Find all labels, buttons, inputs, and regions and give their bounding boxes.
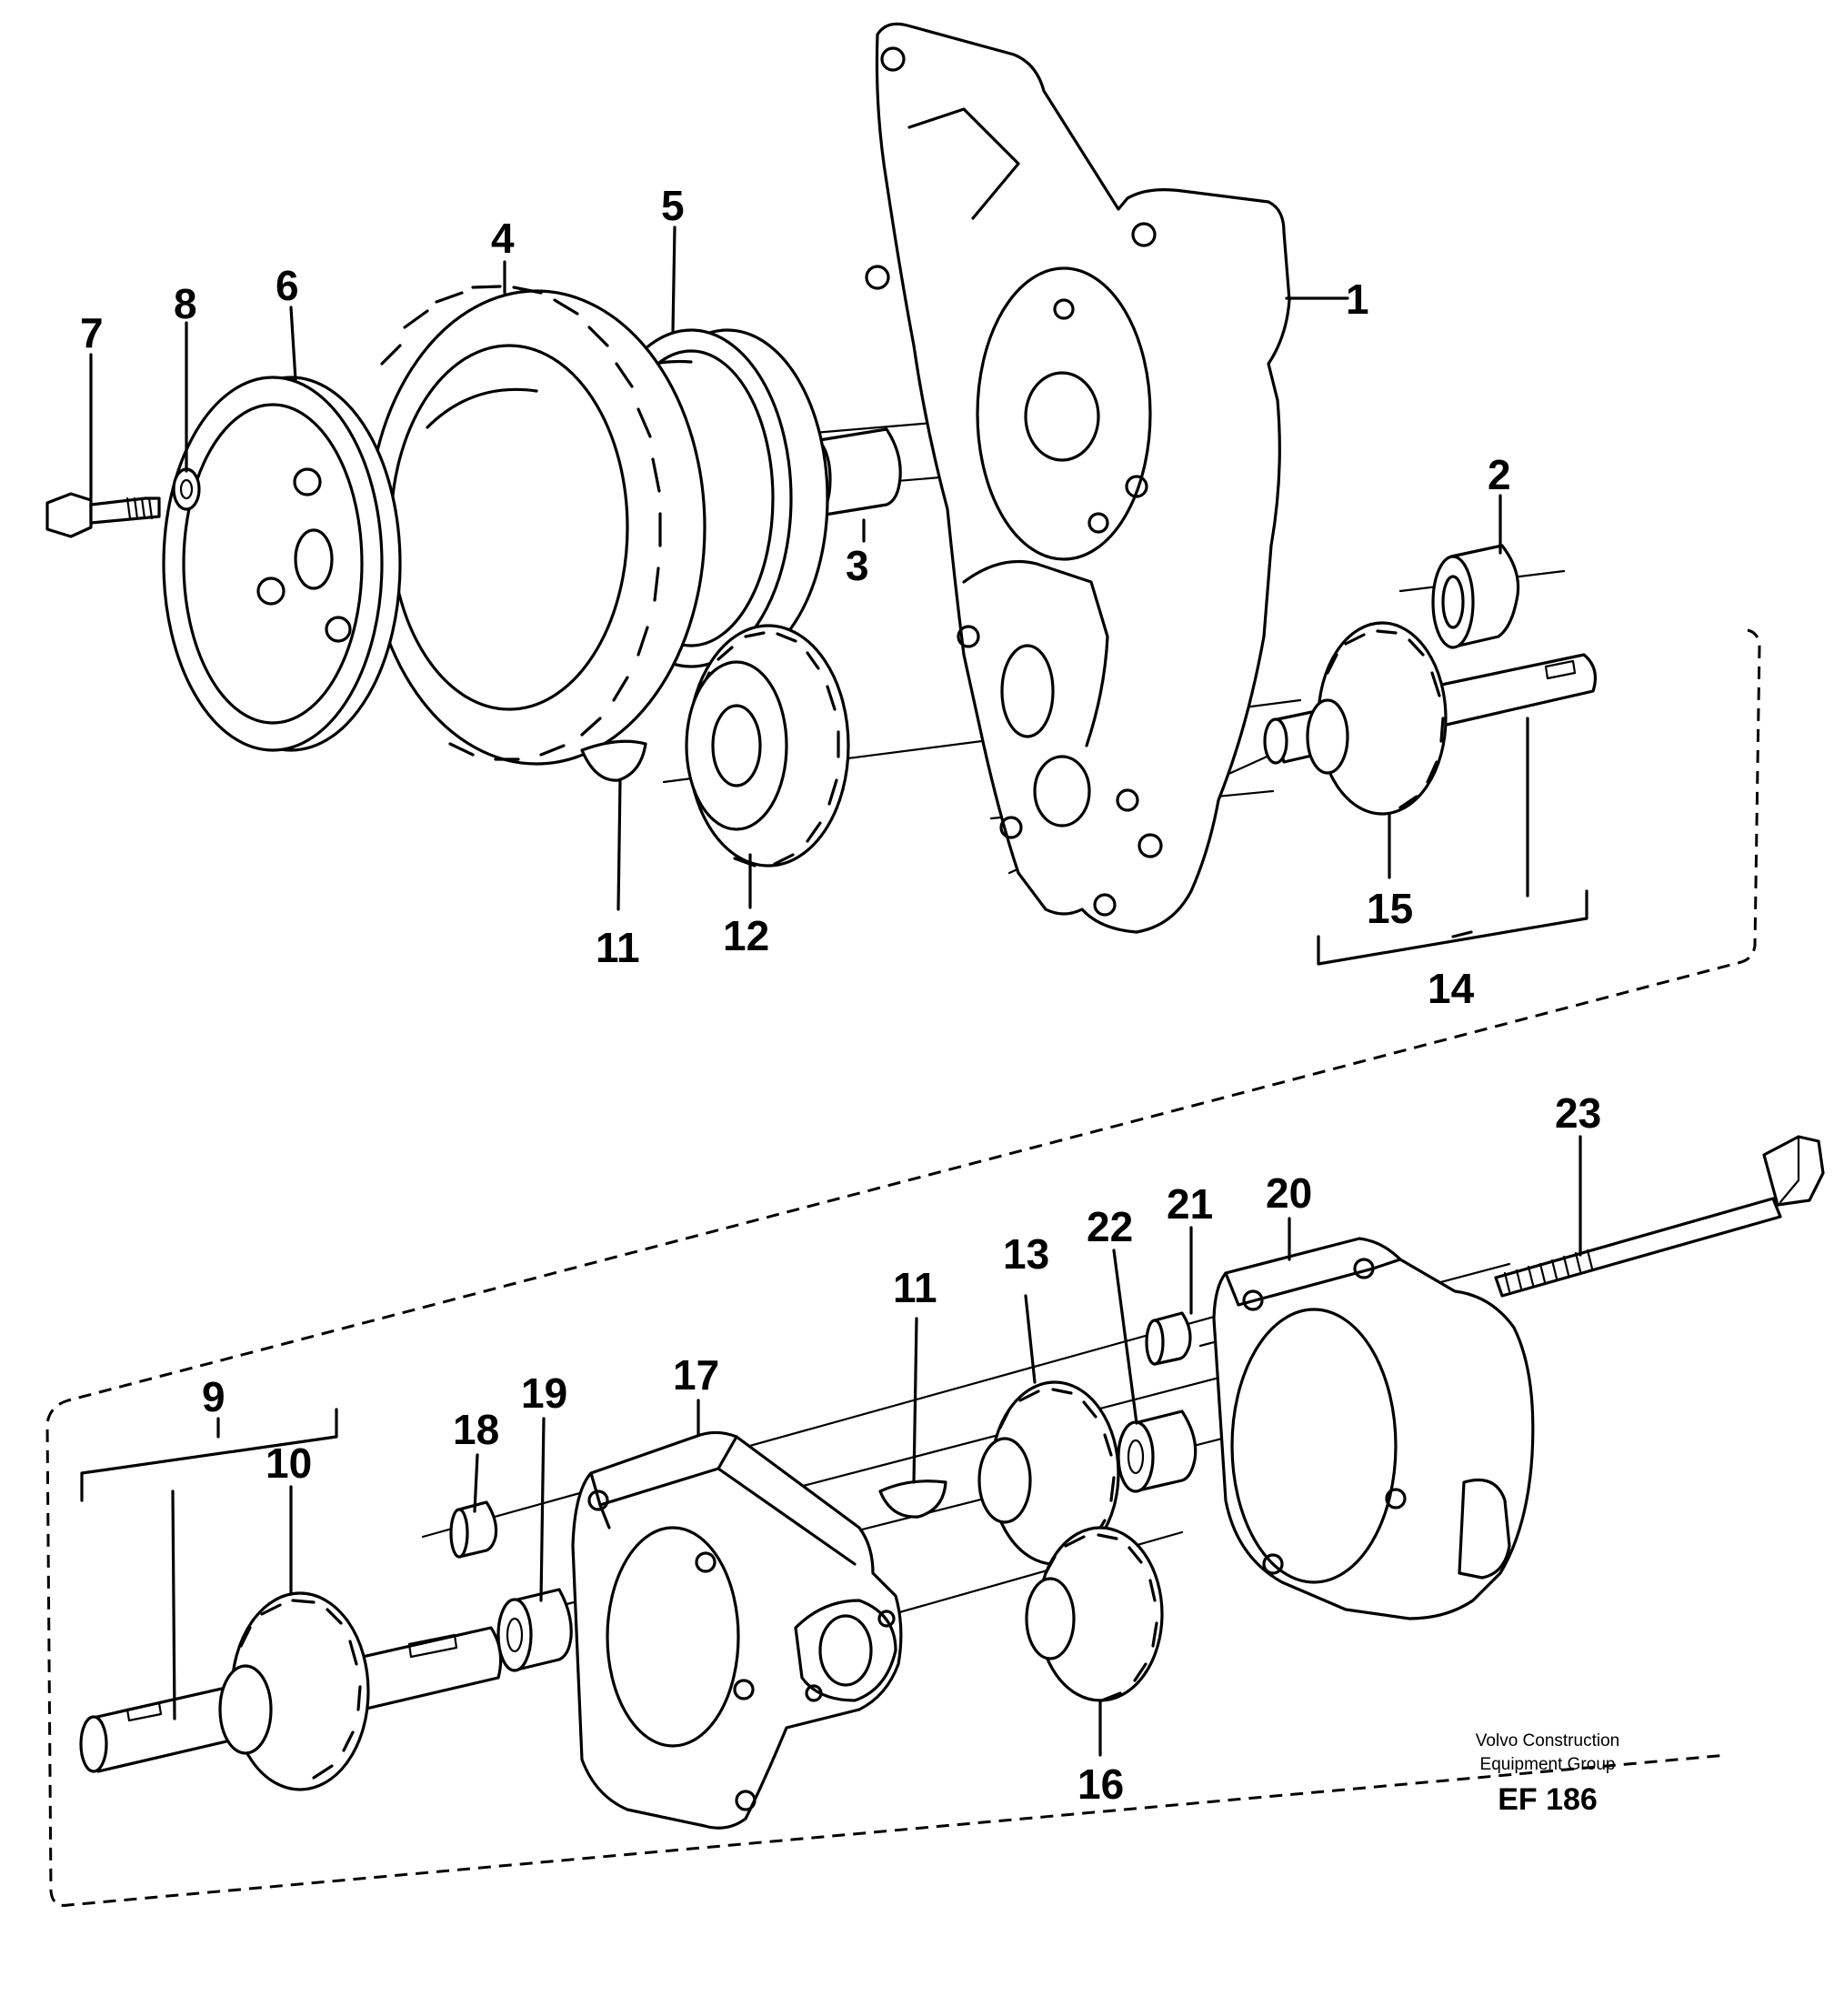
part-12-small-gear [685,624,850,868]
part-1-housing [865,22,1291,934]
callout-3: 3 [846,542,869,589]
part-18-bushing [449,1500,498,1559]
part-7-bolt [45,492,161,538]
part-6-pulley [162,376,402,752]
callout-2: 2 [1488,451,1511,498]
callout-23: 23 [1555,1089,1601,1137]
callout-22: 22 [1087,1203,1133,1250]
callout-20: 20 [1266,1169,1312,1217]
part-11-key-upper [580,739,647,782]
callout-5: 5 [661,182,685,229]
part-21-bushing [1145,1311,1192,1366]
callout-19: 19 [521,1369,567,1417]
callout-11-upper: 11 [596,924,640,971]
callout-16: 16 [1077,1760,1124,1808]
part-16-gear [1025,1526,1164,1702]
callout-18: 18 [453,1406,499,1453]
part-17-pump-body [571,1430,903,1830]
part-19-bushing [496,1588,573,1672]
callout-15: 15 [1367,885,1413,932]
callout-11-lower: 11 [893,1264,937,1311]
callout-8: 8 [174,280,197,327]
part-2-bushing [1431,544,1520,649]
callout-12: 12 [723,912,769,959]
callout-6: 6 [276,262,299,309]
part-11-key-lower [878,1479,947,1519]
pump-group-boundary [45,628,1761,1907]
imprint-line-2: Equipment Group [1480,1755,1616,1774]
callout-labels: 1 2 3 4 5 6 7 8 9 10 11 11 12 13 14 15 1… [80,182,1601,1808]
callout-17: 17 [673,1351,719,1399]
part-20-pump-cover [1212,1237,1535,1620]
callout-21: 21 [1167,1180,1213,1228]
leader-lines [80,226,1588,1757]
publisher-imprint: Volvo Construction Equipment Group EF 18… [1476,1731,1619,1817]
part-8-washer [172,467,201,511]
part-10-shaft-gear [218,1591,370,1791]
callout-10: 10 [266,1439,312,1487]
part-22-bushing [1117,1409,1198,1493]
imprint-line-1: Volvo Construction [1476,1731,1619,1750]
callout-14: 14 [1428,965,1475,1012]
callout-7: 7 [80,309,104,356]
part-15-shaft-gear [1306,621,1448,816]
callout-9: 9 [202,1373,225,1420]
callout-13: 13 [1003,1230,1049,1278]
callout-4: 4 [491,215,515,262]
callout-1: 1 [1346,276,1369,323]
part-4-large-gear [366,285,707,766]
figure-code: EF 186 [1498,1782,1598,1817]
part-23-long-bolt [1494,1135,1825,1298]
